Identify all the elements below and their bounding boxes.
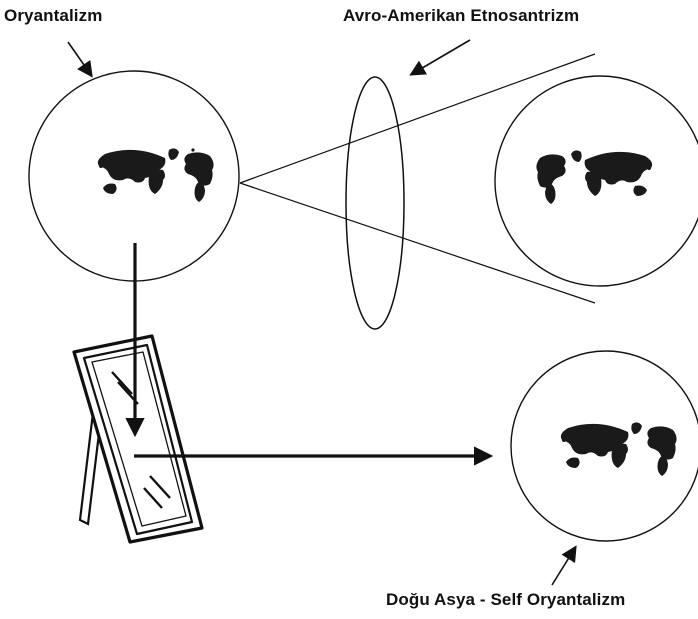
orientalism-circle: [28, 70, 240, 282]
world-map-icon: [97, 148, 214, 202]
mirror-icon: [72, 334, 204, 544]
ray-top: [239, 53, 596, 184]
self-orientalism-pointer-arrow: [551, 545, 577, 586]
world-map-icon: [536, 150, 653, 204]
world-map-icon: [560, 422, 677, 476]
orientalism-label: Oryantalizm: [4, 6, 103, 25]
euro-american-ethnocentrism-label: Avro-Amerikan Etnosantrizm: [343, 6, 580, 25]
euro-american-circle: [494, 75, 698, 287]
euro-american-pointer-arrow: [409, 39, 471, 76]
lens-icon: [345, 76, 405, 330]
east-asia-self-orientalism-label: Doğu Asya - Self Oryantalizm: [386, 590, 626, 609]
ray-bottom: [239, 182, 596, 304]
self-orientalism-circle: [510, 350, 698, 542]
orientalism-pointer-arrow: [67, 41, 93, 78]
